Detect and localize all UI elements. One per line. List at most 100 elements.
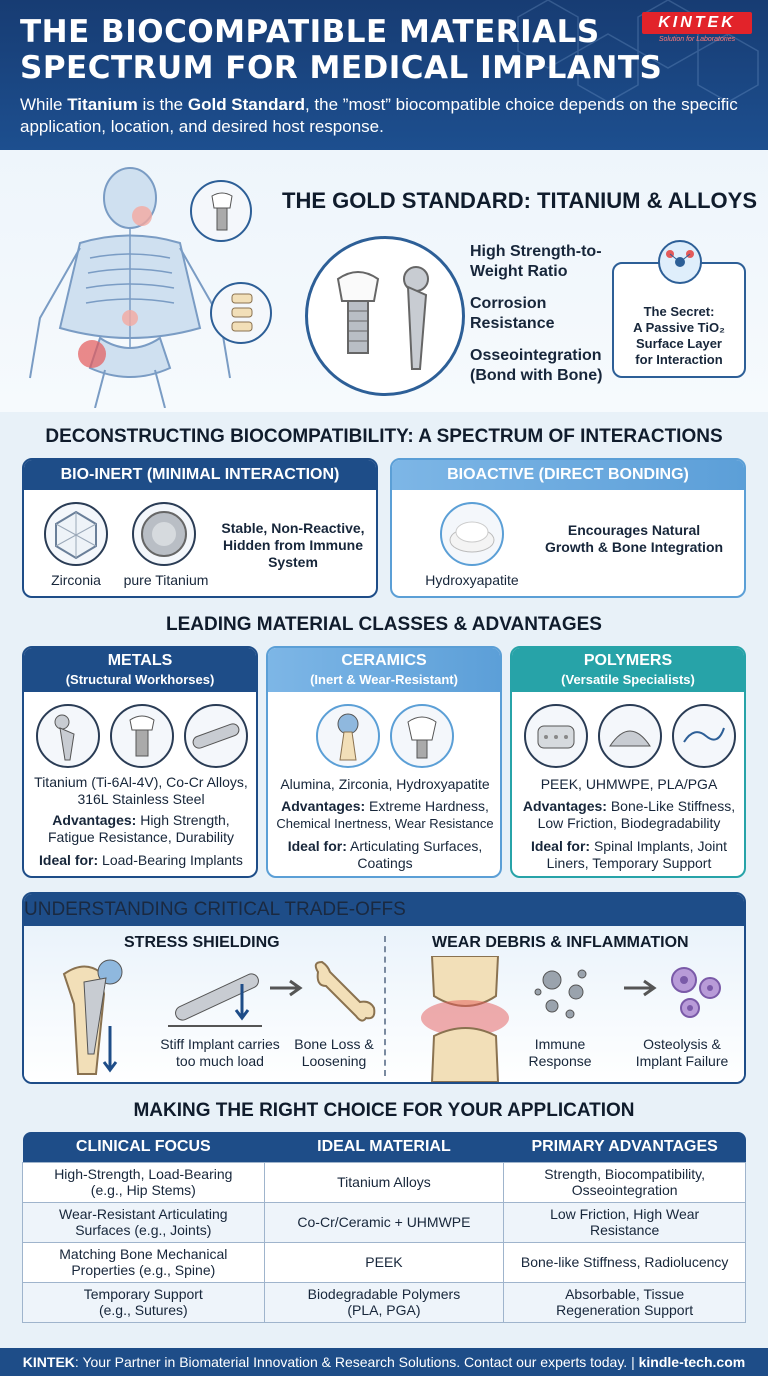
spine-implant-icon: [210, 282, 272, 344]
secret-line: Surface Layer: [636, 336, 722, 351]
col-header-clinical-focus: CLINICAL FOCUS: [22, 1132, 265, 1162]
application-choice-table: CLINICAL FOCUS IDEAL MATERIAL PRIMARY AD…: [22, 1132, 746, 1323]
wear-debris-title: WEAR DEBRIS & INFLAMMATION: [432, 934, 689, 951]
footer-text: : Your Partner in Biomaterial Innovation…: [74, 1354, 639, 1370]
table-cell: Bone-like Stiffness, Radiolucency: [503, 1241, 746, 1283]
stress-shielding-title: STRESS SHIELDING: [124, 934, 280, 951]
col-header-ideal-material: IDEAL MATERIAL: [264, 1132, 504, 1162]
table-cell: High-Strength, Load-Bearing(e.g., Hip St…: [22, 1161, 265, 1203]
gold-standard-title: THE GOLD STANDARD: TITANIUM & ALLOYS: [282, 188, 757, 213]
suture-icon: [672, 704, 736, 768]
femur-implant-icon: [62, 959, 123, 1075]
secret-line: The Secret:: [643, 304, 715, 319]
table-cell: Strength, Biocompatibility,Osseointegrat…: [503, 1161, 746, 1203]
material-classes-title: LEADING MATERIAL CLASSES & ADVANTAGES: [166, 614, 602, 635]
cell-line: Titanium Alloys: [337, 1174, 431, 1190]
ceramics-header: CERAMICS(Inert & Wear-Resistant): [268, 648, 500, 692]
metals-ideal: Ideal for: Load-Bearing Implants: [39, 852, 243, 868]
cell-line: Biodegradable Polymers: [307, 1286, 461, 1302]
page-title: THE BIOCOMPATIBLE MATERIALS SPECTRUM FOR…: [20, 14, 663, 86]
polymers-card: POLYMERS(Versatile Specialists) PEEK, UH…: [510, 646, 746, 878]
polymers-advantages: Advantages: Bone-Like Stiffness,Low Fric…: [522, 798, 736, 831]
polymers-header: POLYMERS(Versatile Specialists): [512, 648, 744, 692]
bioactive-header: BIOACTIVE (DIRECT BONDING): [392, 460, 744, 490]
metals-list: Titanium (Ti-6Al-4V), Co-Cr Alloys,316L …: [34, 774, 248, 807]
cell-line: Surfaces (e.g., Joints): [75, 1222, 212, 1238]
gold-standard-section: THE GOLD STANDARD: TITANIUM & ALLOYS Hig…: [0, 150, 768, 412]
table-cell: Co-Cr/Ceramic + UHMWPE: [263, 1201, 505, 1243]
cell-line: (e.g., Hip Stems): [90, 1182, 196, 1198]
zirconia-icon: [44, 502, 108, 566]
immune-cells-icon: [671, 967, 721, 1018]
cell-line: Wear-Resistant Articulating: [59, 1206, 228, 1222]
cell-line: Matching Bone Mechanical: [59, 1246, 228, 1262]
wear-caption-2: Osteolysis &Implant Failure: [635, 1036, 729, 1069]
table-row: High-Strength, Load-Bearing(e.g., Hip St…: [22, 1161, 746, 1203]
secret-line: for Interaction: [635, 352, 723, 367]
col-header-primary-advantages: PRIMARY ADVANTAGES: [503, 1132, 746, 1162]
property-item: Corrosion Resistance: [470, 295, 555, 332]
footer-bar: KINTEK: Your Partner in Biomaterial Inno…: [0, 1348, 768, 1376]
pure-titanium-label: pure Titanium: [123, 572, 209, 588]
kintek-logo[interactable]: KINTEK Solution for Laboratories: [642, 12, 752, 43]
choice-title: MAKING THE RIGHT CHOICE FOR YOUR APPLICA…: [133, 1100, 635, 1121]
molecule-icon: [658, 240, 702, 284]
tradeoffs-panel: UNDERSTANDING CRITICAL TRADE-OFFS STRESS…: [22, 892, 746, 1084]
ceramic-crown-icon: [390, 704, 454, 768]
table-row: Temporary Support(e.g., Sutures)Biodegra…: [22, 1281, 746, 1323]
polymers-list: PEEK, UHMWPE, PLA/PGA: [540, 776, 718, 792]
stress-caption-2: Bone Loss &Loosening: [294, 1036, 374, 1069]
tradeoff-divider: [384, 936, 386, 1076]
hip-stem-icon: [36, 704, 100, 768]
page-subtitle: While Titanium is the Gold Standard, the…: [20, 95, 738, 136]
debris-particles-icon: [534, 969, 587, 1019]
table-cell: PEEK: [263, 1241, 505, 1283]
arrow-right-icon: [270, 979, 303, 997]
logo-wordmark: KINTEK: [642, 12, 752, 34]
cell-line: Bone-like Stiffness, Radiolucency: [520, 1254, 729, 1270]
zirconia-label: Zirconia: [51, 572, 101, 588]
hydroxyapatite-label: Hydroxyapatite: [425, 572, 519, 588]
ceramics-advantages: Advantages: Extreme Hardness,Chemical In…: [276, 798, 494, 831]
bone-plate-icon: [184, 704, 248, 768]
peek-cage-icon: [524, 704, 588, 768]
footer-website-link[interactable]: kindle-tech.com: [638, 1354, 746, 1370]
bone-plate-load-icon: [168, 973, 262, 1027]
titanium-implants-icon: [305, 236, 465, 396]
cell-line: PEEK: [365, 1254, 403, 1270]
cell-line: Regeneration Support: [556, 1302, 694, 1318]
arrow-right-icon: [624, 979, 657, 997]
bioactive-panel: BIOACTIVE (DIRECT BONDING) Hydroxyapatit…: [390, 458, 746, 598]
secret-line: A Passive TiO₂: [633, 320, 725, 335]
cell-line: High-Strength, Load-Bearing: [54, 1166, 233, 1182]
cell-line: Temporary Support: [83, 1286, 203, 1302]
ceramics-list: Alumina, Zirconia, Hydroxyapatite: [280, 776, 490, 792]
logo-tagline: Solution for Laboratories: [658, 36, 736, 43]
metals-card: METALS(Structural Workhorses) Titanium (…: [22, 646, 258, 878]
metals-advantages: Advantages: High Strength,Fatigue Resist…: [48, 812, 234, 845]
table-cell: Biodegradable Polymers(PLA, PGA): [263, 1281, 505, 1323]
cell-line: Low Friction, High Wear: [550, 1206, 700, 1222]
pure-titanium-icon: [132, 502, 196, 566]
header-banner: THE BIOCOMPATIBLE MATERIALS SPECTRUM FOR…: [0, 0, 768, 150]
dental-implant-icon: [190, 180, 252, 242]
property-item: High Strength-to-Weight Ratio: [470, 243, 602, 280]
inflamed-joint-icon: [421, 956, 509, 1082]
table-cell: Titanium Alloys: [263, 1161, 505, 1203]
table-cell: Temporary Support(e.g., Sutures): [22, 1281, 265, 1323]
spectrum-title: DECONSTRUCTING BIOCOMPATIBILITY: A SPECT…: [45, 426, 723, 447]
bio-inert-header: BIO-INERT (MINIMAL INTERACTION): [24, 460, 376, 490]
weakened-bone-icon: [314, 960, 376, 1022]
titanium-properties-list: High Strength-to-Weight Ratio Corrosion …: [470, 242, 620, 398]
property-item: Osseointegration (Bond with Bone): [470, 347, 603, 384]
ceramics-ideal: Ideal for: Articulating Surfaces,Coating…: [287, 838, 483, 871]
